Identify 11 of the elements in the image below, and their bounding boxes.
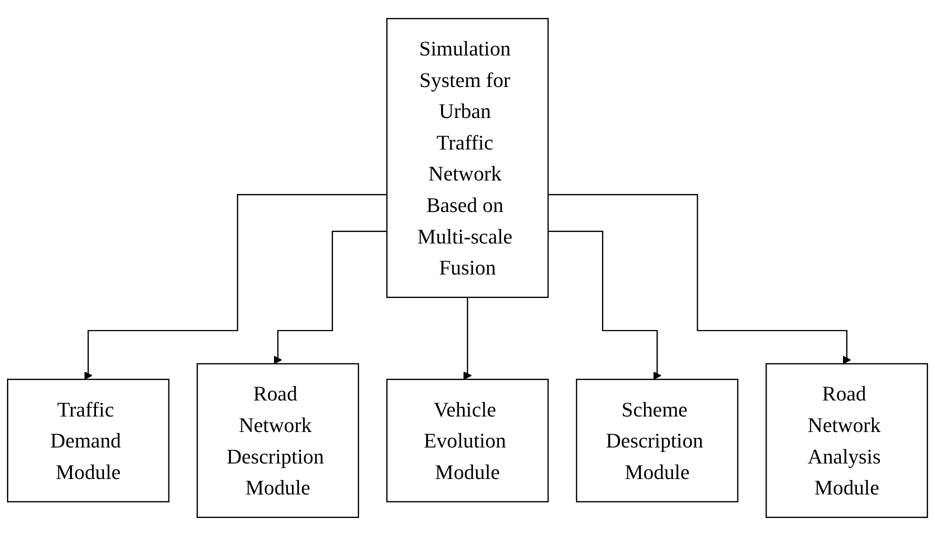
arrow xyxy=(548,230,662,380)
arrow xyxy=(274,230,387,364)
arrow xyxy=(84,194,387,380)
node-box: Road Network Description Module xyxy=(196,363,360,518)
arrow xyxy=(463,296,472,380)
node-box: Road Network Analysis Module xyxy=(766,363,928,518)
node-box: Traffic Demand Module xyxy=(6,378,170,502)
node-box: Scheme Description Module xyxy=(576,378,738,502)
node-box: Vehicle Evolution Module xyxy=(386,378,549,502)
node-box: Simulation System for Urban Traffic Network Based on Multi-scale Fusion xyxy=(386,18,549,298)
arrow xyxy=(548,194,851,364)
